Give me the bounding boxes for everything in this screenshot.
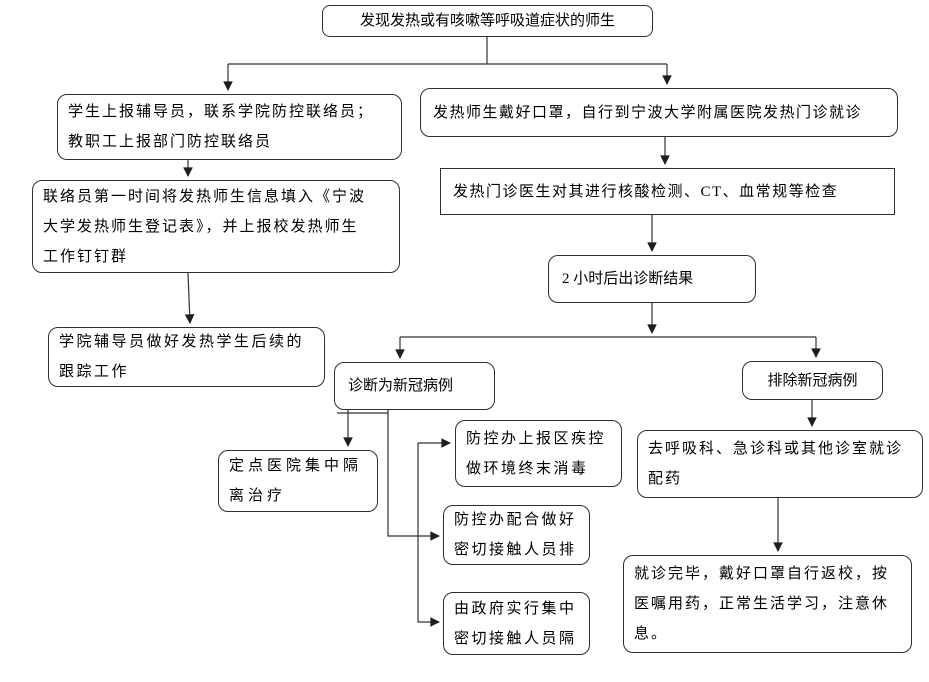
node-liaison-register: 联络员第一时间将发热师生信息填入《宁波 大学发热师生登记表》，并上报校发热师生 … xyxy=(32,180,400,273)
node-other-clinic: 去呼吸科、急诊科或其他诊室就诊 配药 xyxy=(637,430,923,498)
node-liaison-register-label: 联络员第一时间将发热师生信息填入《宁波 大学发热师生登记表》，并上报校发热师生 … xyxy=(43,188,367,265)
node-go-hospital-label: 发热师生戴好口罩，自行到宁波大学附属医院发热门诊就诊 xyxy=(433,104,863,121)
node-report-counselor-label: 学生上报辅导员，联系学院防控联络员； 教职工上报部门防控联络员 xyxy=(68,104,375,150)
node-follow-up: 学院辅导员做好发热学生后续的 跟踪工作 xyxy=(48,327,325,387)
node-isolation: 定点医院集中隔 离治疗 xyxy=(218,450,378,512)
node-tests: 发热门诊医生对其进行核酸检测、CT、血常规等检查 xyxy=(440,168,895,215)
node-report-counselor: 学生上报辅导员，联系学院防控联络员； 教职工上报部门防控联络员 xyxy=(57,94,402,160)
node-result-label: 2 小时后出诊断结果 xyxy=(562,271,694,287)
node-cdc-report-label: 防控办上报区疾控 做环境终末消毒 xyxy=(466,430,607,477)
node-start: 发现发热或有咳嗽等呼吸道症状的师生 xyxy=(322,5,653,37)
node-isolation-label: 定点医院集中隔 离治疗 xyxy=(229,458,363,504)
node-gov-quarantine-label: 由政府实行集中 密切接触人员隔 xyxy=(454,600,577,647)
node-close-contact-label: 防控办配合做好 密切接触人员排 xyxy=(454,512,577,558)
node-tests-label: 发热门诊医生对其进行核酸检测、CT、血常规等检查 xyxy=(453,183,839,200)
node-cdc-report: 防控办上报区疾控 做环境终末消毒 xyxy=(455,420,622,487)
node-follow-up-label: 学院辅导员做好发热学生后续的 跟踪工作 xyxy=(59,334,305,380)
node-return-school-label: 就诊完毕，戴好口罩自行返校，按 医嘱用药，正常生活学习，注意休 息。 xyxy=(634,566,890,642)
node-start-label: 发现发热或有咳嗽等呼吸道症状的师生 xyxy=(359,13,615,29)
node-go-hospital: 发热师生戴好口罩，自行到宁波大学附属医院发热门诊就诊 xyxy=(420,88,898,137)
node-excluded-label: 排除新冠病例 xyxy=(767,372,858,389)
node-excluded: 排除新冠病例 xyxy=(742,361,883,400)
node-close-contact: 防控办配合做好 密切接触人员排 xyxy=(443,505,590,565)
node-diagnosed: 诊断为新冠病例 xyxy=(334,362,495,410)
node-other-clinic-label: 去呼吸科、急诊科或其他诊室就诊 配药 xyxy=(648,441,904,487)
node-result: 2 小时后出诊断结果 xyxy=(548,255,756,303)
node-gov-quarantine: 由政府实行集中 密切接触人员隔 xyxy=(443,592,590,655)
node-diagnosed-label: 诊断为新冠病例 xyxy=(348,378,454,394)
node-return-school: 就诊完毕，戴好口罩自行返校，按 医嘱用药，正常生活学习，注意休 息。 xyxy=(623,555,912,653)
